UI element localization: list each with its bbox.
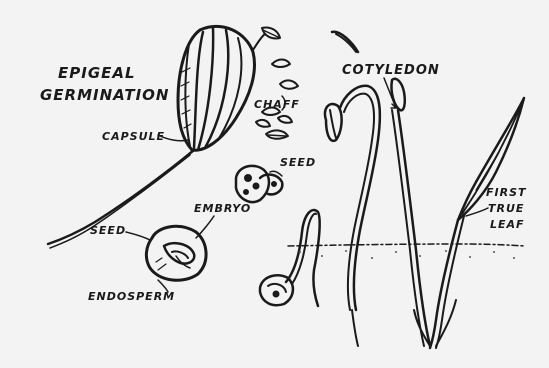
label-seed-upper: SEED	[280, 156, 316, 169]
seedling-stage-2	[325, 86, 380, 346]
seed-lower-drawing	[146, 226, 206, 280]
label-endosperm: ENDOSPERM	[88, 290, 175, 303]
label-seed-lower: SEED	[90, 224, 126, 237]
chaff-drawing	[256, 27, 298, 138]
leader-lines	[126, 78, 488, 292]
label-embryo: EMBRYO	[194, 202, 251, 215]
label-first-true-line-1: FIRST	[486, 186, 527, 199]
soil-line	[288, 244, 524, 259]
label-cotyledon: COTYLEDON	[342, 63, 440, 78]
label-capsule: CAPSULE	[102, 130, 165, 143]
label-first-true-line-3: LEAF	[490, 218, 525, 231]
label-chaff: CHAFF	[254, 98, 300, 111]
seedling-stage-1	[260, 210, 320, 306]
label-first-true-line-2: TRUE	[488, 202, 524, 215]
title-line-1: EPIGEAL	[58, 64, 136, 82]
title-line-2: GERMINATION	[40, 86, 169, 104]
seedling-stage-3	[332, 32, 430, 346]
